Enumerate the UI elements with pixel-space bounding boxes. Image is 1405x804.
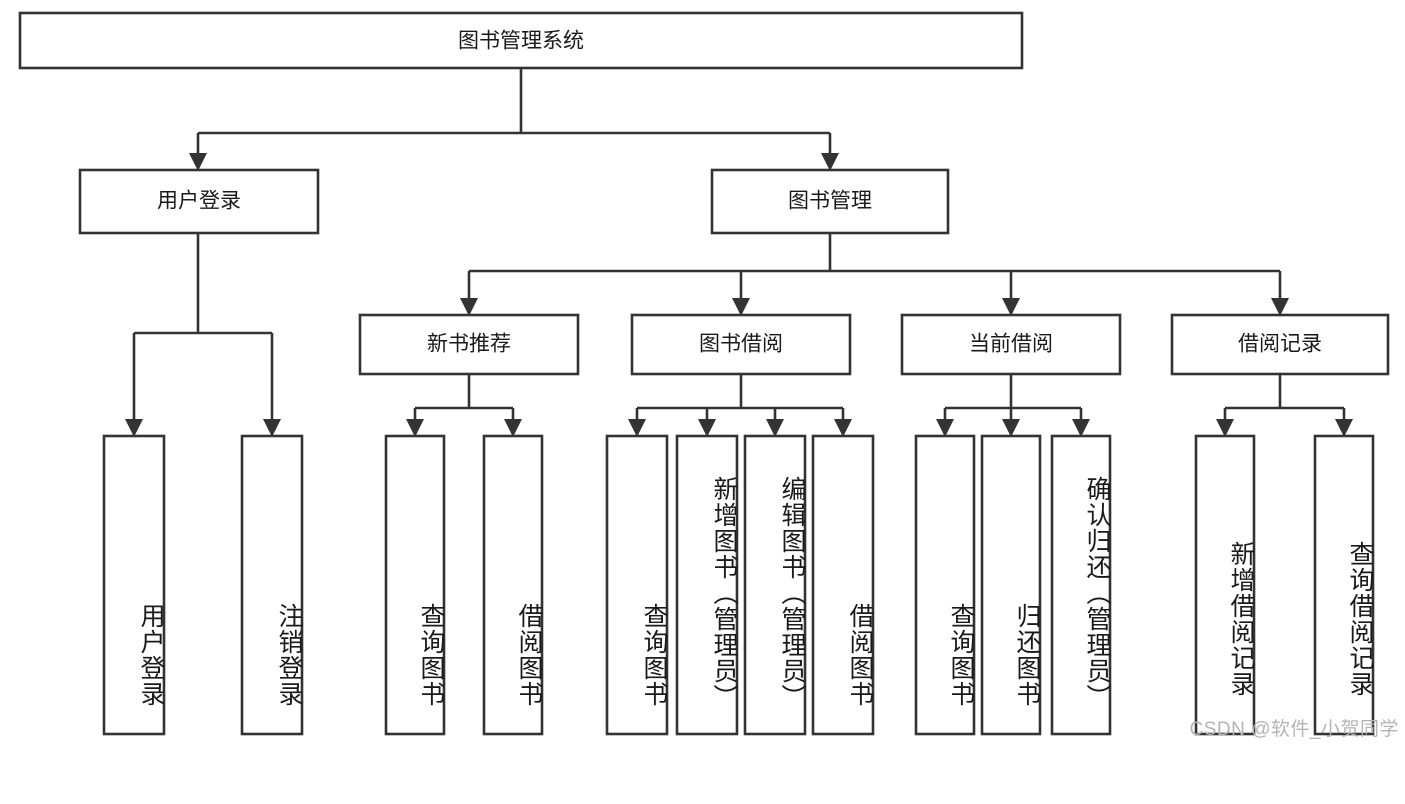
- arrow-to-borrow-records: [1271, 298, 1289, 316]
- leaf-query-record-box[interactable]: [1313, 434, 1375, 736]
- leaf-edit-book-box[interactable]: [743, 434, 807, 736]
- leaf-borrow-book-2-box[interactable]: [811, 434, 875, 736]
- node-book-borrow-box[interactable]: [630, 313, 852, 376]
- arrow-to-new-book-recommend: [460, 298, 478, 316]
- leaf-confirm-return-box[interactable]: [1050, 434, 1112, 736]
- leaf-return-book-box[interactable]: [980, 434, 1042, 736]
- arrow-to-current-borrow: [1002, 298, 1020, 316]
- leaf-user-login-box[interactable]: [102, 434, 166, 736]
- leaf-logout-box[interactable]: [240, 434, 304, 736]
- node-borrow-records-box[interactable]: [1170, 313, 1390, 376]
- leaf-add-book-box[interactable]: [675, 434, 739, 736]
- connector-layer: [125, 68, 1353, 437]
- leaf-add-record-box[interactable]: [1194, 434, 1256, 736]
- leaf-box-layer: [102, 434, 1375, 736]
- leaf-query-book-1-box[interactable]: [384, 434, 446, 736]
- arrow-to-leaf-logout: [263, 419, 281, 437]
- node-book-manage[interactable]: 图书管理: [710, 168, 950, 235]
- arrow-to-leaf-borrow-book-2: [834, 419, 852, 437]
- node-borrow-records-label: 借阅记录: [1238, 333, 1322, 356]
- leaf-query-book-3-box[interactable]: [914, 434, 976, 736]
- arrow-to-leaf-query-book-2: [628, 419, 646, 437]
- csdn-watermark: CSDN @软件_小贺同学: [1189, 719, 1399, 740]
- node-user-login[interactable]: 用户登录: [78, 168, 320, 235]
- arrow-to-leaf-confirm-return: [1072, 419, 1090, 437]
- leaf-borrow-book-1-box[interactable]: [482, 434, 544, 736]
- hierarchy-diagram: 图书管理系统 用户登录 图书管理 新书推荐 图书借阅 当前借阅 借阅记录: [18, 11, 1399, 740]
- arrow-to-leaf-return-book: [1002, 419, 1020, 437]
- node-user-login-label: 用户登录: [157, 190, 241, 213]
- node-current-borrow-box[interactable]: [900, 313, 1122, 376]
- leaf-query-book-2-box[interactable]: [605, 434, 669, 736]
- arrow-to-book-manage: [821, 153, 839, 171]
- node-current-borrow[interactable]: 当前借阅: [900, 313, 1122, 376]
- tree-diagram-svg: 图书管理系统 用户登录 图书管理 新书推荐 图书借阅 当前借阅 借阅记录: [18, 11, 1390, 736]
- node-root-label: 图书管理系统: [458, 30, 584, 53]
- node-user-login-box[interactable]: [78, 168, 320, 235]
- node-book-borrow[interactable]: 图书借阅: [630, 313, 852, 376]
- node-book-manage-box[interactable]: [710, 168, 950, 235]
- arrow-to-leaf-query-book-1: [406, 419, 424, 437]
- node-root[interactable]: 图书管理系统: [18, 11, 1024, 70]
- arrow-to-leaf-query-book-3: [936, 419, 954, 437]
- node-current-borrow-label: 当前借阅: [969, 333, 1053, 356]
- node-book-borrow-label: 图书借阅: [699, 333, 783, 356]
- node-new-book-recommend-box[interactable]: [358, 313, 580, 376]
- arrow-to-leaf-query-record: [1335, 419, 1353, 437]
- arrow-to-user-login: [189, 153, 207, 171]
- arrow-to-leaf-user-login: [125, 419, 143, 437]
- arrow-to-leaf-borrow-book-1: [504, 419, 522, 437]
- node-borrow-records[interactable]: 借阅记录: [1170, 313, 1390, 376]
- arrow-to-leaf-edit-book: [766, 419, 784, 437]
- arrow-to-leaf-add-book: [698, 419, 716, 437]
- arrow-to-book-borrow: [732, 298, 750, 316]
- node-new-book-recommend-label: 新书推荐: [427, 333, 511, 356]
- arrow-to-leaf-add-record: [1216, 419, 1234, 437]
- node-new-book-recommend[interactable]: 新书推荐: [358, 313, 580, 376]
- node-root-box[interactable]: [18, 11, 1024, 70]
- node-book-manage-label: 图书管理: [788, 190, 872, 213]
